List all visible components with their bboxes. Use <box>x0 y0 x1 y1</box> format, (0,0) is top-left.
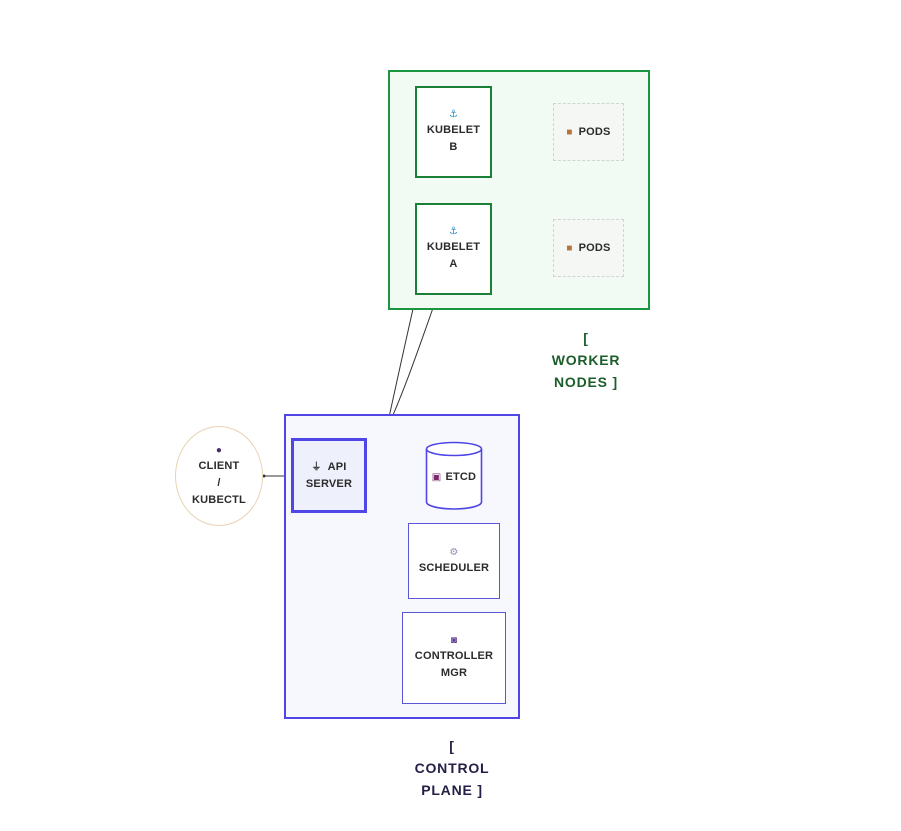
scheduler-label: SCHEDULER <box>418 561 490 574</box>
anchor-icon: ⚓ <box>448 226 459 237</box>
client-kubectl-node[interactable]: ● CLIENT / KUBECTL <box>175 426 263 526</box>
pods-b-node[interactable]: ■ PODS <box>553 103 624 161</box>
floppy-disk-icon: ▣ <box>431 472 442 483</box>
controller-mgr-line-2: MGR <box>440 667 468 679</box>
worker-title-line-2: WORKER <box>551 352 621 368</box>
plug-icon: ⏚ <box>311 461 322 473</box>
worker-title-line-1: [ <box>583 330 589 346</box>
kubelet-a-node[interactable]: ⚓ KUBELET A <box>415 203 492 295</box>
controller-mgr-node[interactable]: ◙ CONTROLLER MGR <box>402 612 506 704</box>
api-server-line-1: API <box>327 460 347 473</box>
kubelet-a-line-1: KUBELET <box>426 241 481 253</box>
control-title-line-2: CONTROL <box>414 760 490 776</box>
control-title-line-1: [ <box>449 738 455 754</box>
worker-title-line-3: NODES ] <box>554 374 618 390</box>
control-plane-title: [ CONTROL PLANE ] <box>402 735 502 801</box>
pods-b-label: PODS <box>578 125 611 138</box>
client-line-3: KUBECTL <box>192 493 246 506</box>
client-line-1: CLIENT <box>198 459 240 472</box>
kubelet-b-node[interactable]: ⚓ KUBELET B <box>415 86 492 178</box>
api-server-node[interactable]: ⏚ API SERVER <box>291 438 367 513</box>
etcd-cylinder <box>425 441 483 510</box>
scheduler-node[interactable]: ⚙ SCHEDULER <box>408 523 500 599</box>
package-icon: ■ <box>566 126 573 138</box>
controller-mgr-line-1: CONTROLLER <box>414 650 494 662</box>
pods-a-label: PODS <box>578 241 611 254</box>
pods-a-node[interactable]: ■ PODS <box>553 219 624 277</box>
kubelet-a-line-2: A <box>449 258 458 270</box>
package-icon: ■ <box>566 242 573 254</box>
anchor-icon: ⚓ <box>448 109 459 120</box>
gamepad-icon: ◙ <box>450 635 458 646</box>
kubelet-b-line-1: KUBELET <box>426 124 481 136</box>
gear-icon: ⚙ <box>449 546 459 558</box>
api-server-line-2: SERVER <box>305 477 353 490</box>
user-icon: ● <box>215 444 223 456</box>
kubelet-b-line-2: B <box>449 141 458 153</box>
control-title-line-3: PLANE ] <box>421 782 483 798</box>
etcd-label: ETCD <box>445 471 477 483</box>
worker-nodes-title: [ WORKER NODES ] <box>536 327 636 393</box>
client-line-2: / <box>217 476 221 489</box>
etcd-node[interactable]: ▣ ETCD <box>425 441 483 511</box>
